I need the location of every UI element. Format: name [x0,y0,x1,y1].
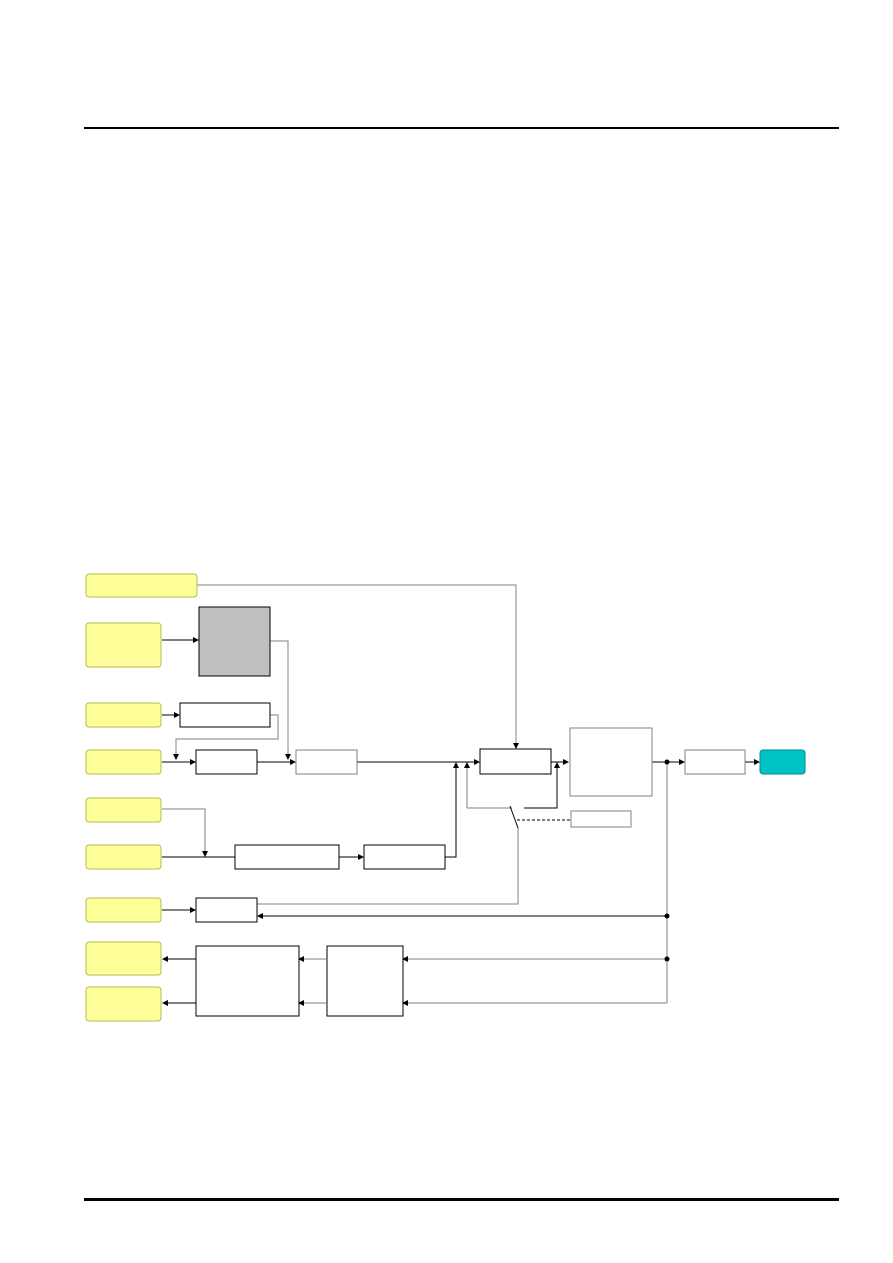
line-in5-to-blkd [162,808,208,857]
block-e [363,844,446,870]
block-g [684,749,746,775]
input-terminal-2 [85,622,162,668]
line-blke-to-main [445,762,459,858]
output-terminal [759,749,806,775]
gray-block [198,606,271,677]
input-terminal-7 [85,897,162,923]
line-blka-loop [173,714,279,760]
input-terminals [85,573,198,1022]
input-terminal-6 [85,844,162,870]
input-terminal-5 [85,797,162,823]
block-b [195,749,258,775]
block-control [570,810,632,828]
connectors [162,584,760,1006]
footer-rule [84,1198,839,1201]
input-terminal-3 [85,702,162,728]
junction-feedback-1 [664,913,670,919]
input-terminal-4 [85,749,162,775]
junction-output [664,759,670,765]
block-sum [479,748,552,775]
block-h [195,945,300,1017]
line-gray-to-main [270,640,291,760]
block-i [326,945,404,1017]
junction-feedback-2 [664,956,670,962]
line-lower-to-big [524,762,560,809]
block-f [195,897,258,923]
block-d [234,844,340,870]
block-a [179,702,271,728]
line-switch-down [257,828,519,905]
line-in1-to-sum [197,584,519,749]
input-terminal-1 [85,573,198,598]
output-terminal-8 [85,941,162,976]
header-rule [84,127,839,129]
line-switch-blade [509,805,519,829]
block-big [569,727,653,797]
output-terminal-9 [85,986,162,1022]
block-c [295,749,358,775]
function-blocks [179,606,746,1017]
junctions [664,759,670,962]
